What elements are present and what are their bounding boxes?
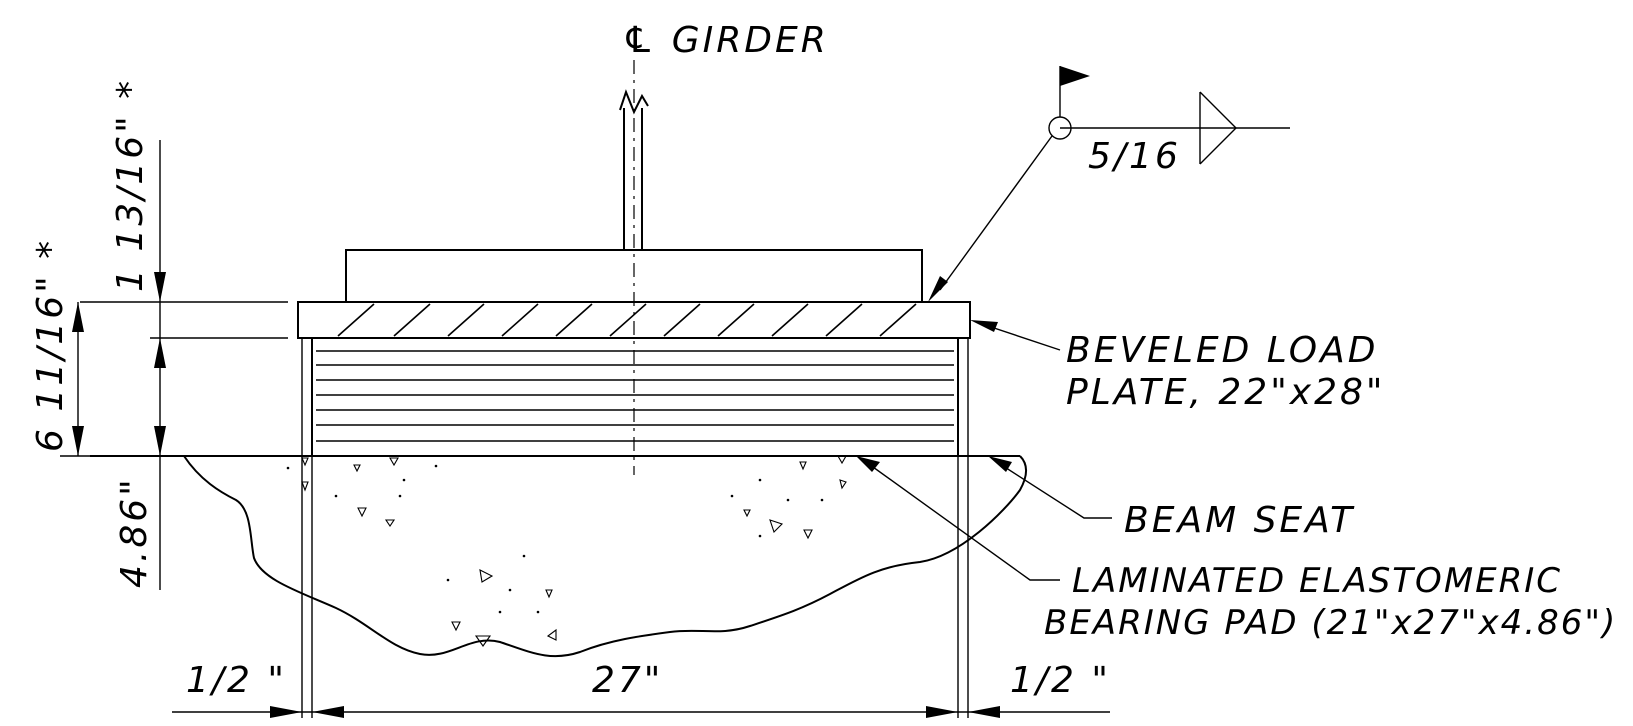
plate-thickness-dim: 1 13/16" *: [110, 78, 151, 292]
laminated-bearing-pad: [311, 337, 959, 457]
beam-seat-label: BEAM SEAT: [1124, 500, 1355, 541]
pad-label-line2: BEARING PAD (21"x27"x4.86"): [1044, 603, 1617, 643]
weld-size-label: 5/16: [1088, 136, 1181, 177]
beam-seat-concrete: [90, 455, 1027, 658]
girder-web: [619, 89, 649, 250]
pad-height-dim: 4.86": [114, 476, 155, 588]
pad-label-line1: LAMINATED ELASTOMERIC: [1072, 561, 1562, 601]
centerline-label: ℄ GIRDER: [622, 20, 829, 61]
width-dimension: [172, 706, 1110, 718]
load-plate-label-line1: BEVELED LOAD: [1066, 330, 1378, 371]
right-edge-dim: 1/2 ": [1010, 660, 1111, 701]
height-dimensions: [60, 140, 288, 590]
pad-extension-lines: [301, 338, 969, 718]
left-edge-dim: 1/2 ": [186, 660, 287, 701]
load-plate-label-line2: PLATE, 22"x28": [1066, 372, 1385, 413]
callout-leaders: [856, 320, 1112, 581]
pad-width-dim: 27": [592, 660, 663, 701]
weld-symbol: [928, 66, 1290, 302]
total-height-dim: 6 11/16" *: [30, 238, 71, 452]
